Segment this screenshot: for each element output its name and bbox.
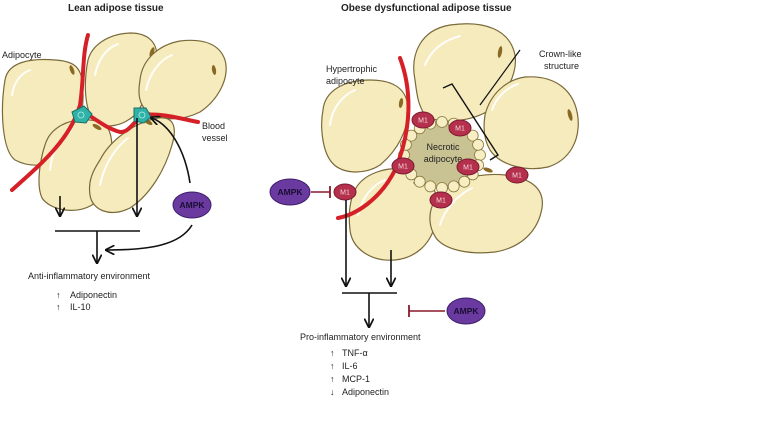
- m1-label: M1: [436, 198, 446, 205]
- m1-macrophage: M1: [429, 191, 453, 209]
- pro-inflammatory-label: Pro-inflammatory environment: [300, 332, 421, 342]
- crown-like-pointer: [479, 49, 521, 106]
- small-cell: [413, 175, 426, 188]
- anti-inflammatory-label: Anti-inflammatory environment: [28, 271, 151, 281]
- m1-label: M1: [455, 126, 465, 133]
- m1-macrophage: M1: [333, 183, 357, 201]
- marker-name: Adiponectin: [70, 290, 117, 300]
- marker-name: IL-10: [70, 302, 91, 312]
- marker-arrow: ↓: [330, 387, 335, 397]
- adipocyte-label: Adipocyte: [2, 50, 42, 60]
- small-cell: [436, 116, 448, 128]
- marker-name: MCP-1: [342, 374, 370, 384]
- adipocyte: [429, 173, 543, 254]
- marker-arrow: ↑: [330, 361, 335, 371]
- ampk-obese-right: AMPK: [446, 297, 486, 325]
- adipocyte: [483, 76, 579, 170]
- marker-arrow: ↑: [330, 374, 335, 384]
- hypertrophic-adipocyte: [321, 79, 409, 173]
- marker-name: TNF-α: [342, 348, 368, 358]
- blood-vessel-label-2: vessel: [202, 133, 228, 143]
- blood-vessel-branch: [78, 108, 200, 134]
- marker-name: IL-6: [342, 361, 358, 371]
- ampk-to-environment-arrow: [107, 224, 193, 250]
- m1-macrophage: M1: [411, 111, 435, 129]
- hypertrophic-label-2: adipocyte: [326, 76, 365, 86]
- m1-label: M1: [398, 164, 408, 171]
- ampk-lean: AMPK: [172, 191, 212, 219]
- m1-label: M1: [418, 118, 428, 125]
- marker-arrow: ↑: [56, 302, 61, 312]
- blood-vessel-label-1: Blood: [202, 121, 225, 131]
- hypertrophic-label-1: Hypertrophic: [326, 64, 378, 74]
- small-cell: [474, 149, 486, 161]
- m1-macrophage: M1: [505, 166, 529, 184]
- small-cell: [458, 175, 471, 188]
- necrotic-label-2: adipocyte: [424, 154, 463, 164]
- m2-macrophage: [71, 105, 93, 124]
- m1-label: M1: [340, 190, 350, 197]
- crown-like-label-2: structure: [544, 61, 579, 71]
- m2-macrophage: [133, 107, 152, 124]
- marker-arrow: ↑: [56, 290, 61, 300]
- svg-text:AMPK: AMPK: [179, 200, 205, 210]
- svg-text:AMPK: AMPK: [453, 306, 479, 316]
- small-cell: [472, 138, 485, 151]
- crown-like-label-1: Crown-like: [539, 49, 582, 59]
- obese-markers: ↑ TNF-α ↑ IL-6 ↑ MCP-1 ↓ Adiponectin: [330, 348, 389, 397]
- lean-panel-title: Lean adipose tissue: [68, 3, 164, 14]
- svg-text:AMPK: AMPK: [277, 187, 303, 197]
- m1-label: M1: [512, 173, 522, 180]
- m1-macrophage: M1: [448, 119, 472, 137]
- small-cell: [424, 180, 437, 193]
- ampk-obese-left: AMPK: [269, 178, 311, 206]
- crown-like-bracket: [442, 83, 499, 161]
- small-cell: [447, 180, 460, 193]
- obese-adipocytes: [321, 23, 579, 261]
- m1-macrophage: M1: [391, 157, 415, 175]
- necrotic-label-1: Necrotic: [426, 142, 460, 152]
- marker-name: Adiponectin: [342, 387, 389, 397]
- obese-panel-title: Obese dysfunctional adipose tissue: [341, 3, 512, 14]
- m1-macrophage: M1: [456, 158, 480, 176]
- m1-label: M1: [463, 165, 473, 172]
- lean-markers: ↑ Adiponectin ↑ IL-10: [56, 290, 117, 312]
- marker-arrow: ↑: [330, 348, 335, 358]
- small-cell: [466, 129, 479, 142]
- ampk-to-m2-arrow: [152, 118, 191, 184]
- blood-vessel: [10, 33, 90, 192]
